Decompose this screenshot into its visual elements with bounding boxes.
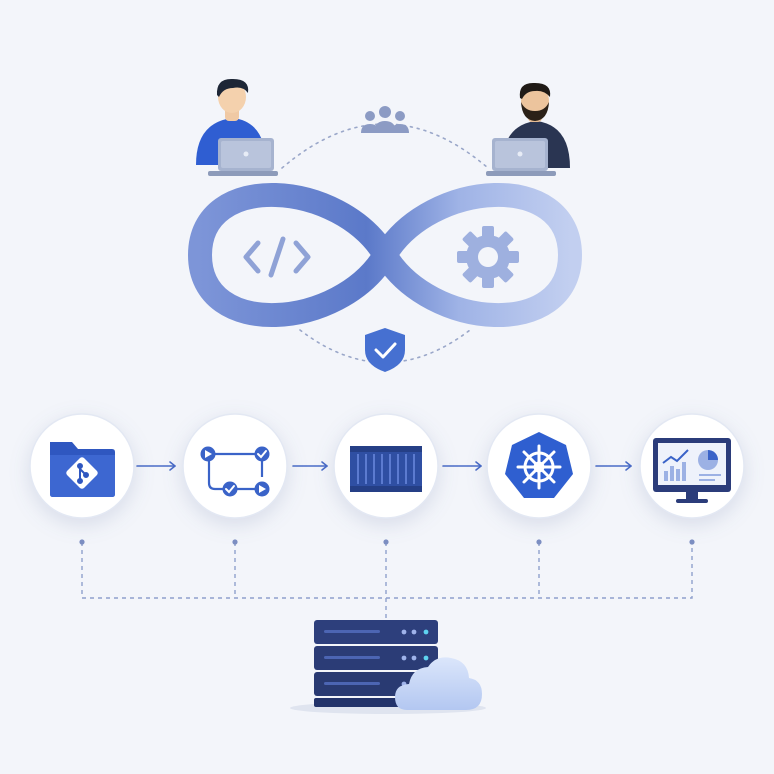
arrow-icon	[292, 461, 328, 471]
code-brackets-icon	[243, 236, 311, 278]
arrow-icon	[442, 461, 482, 471]
cloud-icon	[395, 657, 482, 710]
server-rack-icon	[314, 620, 438, 707]
pipeline-arrows	[136, 461, 632, 471]
infinity-icon	[188, 183, 582, 327]
infrastructure-connectors	[81, 542, 693, 620]
shield-check-icon	[365, 328, 405, 372]
monitoring-dashboard-icon	[653, 438, 731, 503]
connector-dots	[79, 539, 695, 545]
arrow-icon	[595, 461, 632, 471]
operator-laptop-icon	[486, 138, 556, 176]
pipeline-node-build	[182, 413, 288, 519]
developer-laptop-icon	[208, 138, 278, 176]
arrow-icon	[136, 461, 176, 471]
workflow-icon	[200, 446, 270, 497]
git-folder-icon	[50, 442, 115, 497]
kubernetes-helm-icon	[505, 432, 573, 498]
team-icon	[361, 106, 409, 133]
gear-icon	[457, 226, 519, 288]
container-icon	[350, 446, 422, 492]
